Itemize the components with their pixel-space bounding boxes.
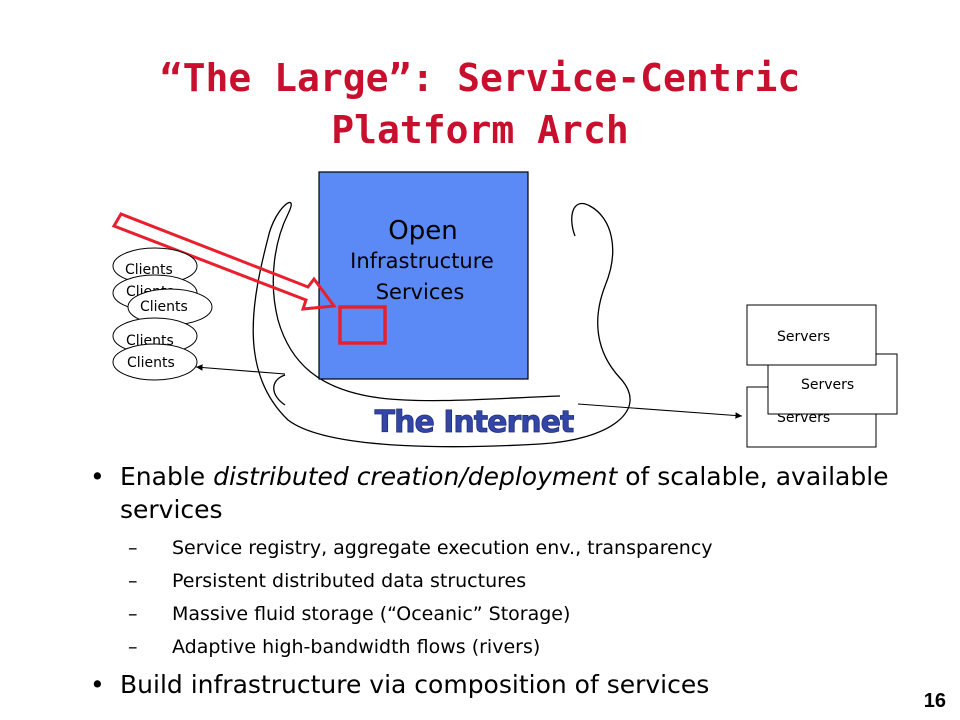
client-label-5: Clients	[127, 355, 175, 371]
server-label-1: Servers	[777, 329, 830, 345]
bullet-1-emphasis: distributed creation/deployment	[213, 462, 618, 491]
clients-stack: Clients Clients Clients Clients Clients	[112, 247, 213, 381]
bullet-1-text-end: of scalable, available services	[120, 462, 889, 524]
bullet-1-text-start: Enable	[120, 462, 214, 491]
internet-cloud-tail	[273, 374, 286, 406]
arrow-to-clients	[195, 364, 286, 375]
subbullet-2-text: Persistent distributed data structures	[172, 570, 527, 592]
subbullet-1-text: Service registry, aggregate execution en…	[172, 537, 713, 559]
slide-title-line2: Platform Arch	[331, 108, 629, 152]
server-box-1	[746, 304, 877, 366]
services-box-line1: Open	[388, 216, 457, 246]
bullet-list: Enable distributed creation/deployment o…	[90, 460, 920, 711]
highlight-box	[338, 305, 387, 345]
subbullet-item-3: –Massive fluid storage (“Oceanic” Storag…	[128, 603, 571, 625]
highlight-arrow	[111, 212, 337, 311]
internet-cloud-inner-curve	[272, 213, 561, 402]
subbullet-item-1: –Service registry, aggregate execution e…	[128, 537, 713, 559]
subbullet-3-text: Massive fluid storage (“Oceanic” Storage…	[172, 603, 571, 625]
client-label-3: Clients	[140, 299, 188, 315]
architecture-diagram: Open Infrastructure Services The Interne…	[111, 171, 898, 448]
server-label-2: Servers	[801, 377, 854, 393]
bullet-2-text: Build infrastructure via composition of …	[120, 670, 710, 699]
subbullet-item-2: –Persistent distributed data structures	[128, 570, 527, 592]
slide-title-line1: “The Large”: Service-Centric	[159, 56, 801, 100]
subbullet-4-text: Adaptive high-bandwidth flows (rivers)	[172, 636, 541, 658]
servers-stack: Servers Servers Servers	[746, 304, 898, 448]
arrow-to-servers	[577, 403, 743, 419]
client-ellipse-5	[112, 343, 198, 381]
subbullet-item-4: –Adaptive high-bandwidth flows (rivers)	[128, 636, 541, 658]
page-number: 16	[923, 690, 946, 712]
bullet-item-2: Build infrastructure via composition of …	[90, 668, 920, 701]
services-box-line3: Services	[376, 280, 465, 304]
open-infrastructure-services-box	[318, 171, 529, 380]
services-box-line2: Infrastructure	[350, 249, 494, 273]
bullet-item-1: Enable distributed creation/deployment o…	[90, 460, 920, 526]
internet-label: The Internet	[375, 405, 574, 440]
slide-title: “The Large”: Service-Centric Platform Ar…	[0, 52, 960, 156]
client-label-1: Clients	[125, 262, 173, 278]
